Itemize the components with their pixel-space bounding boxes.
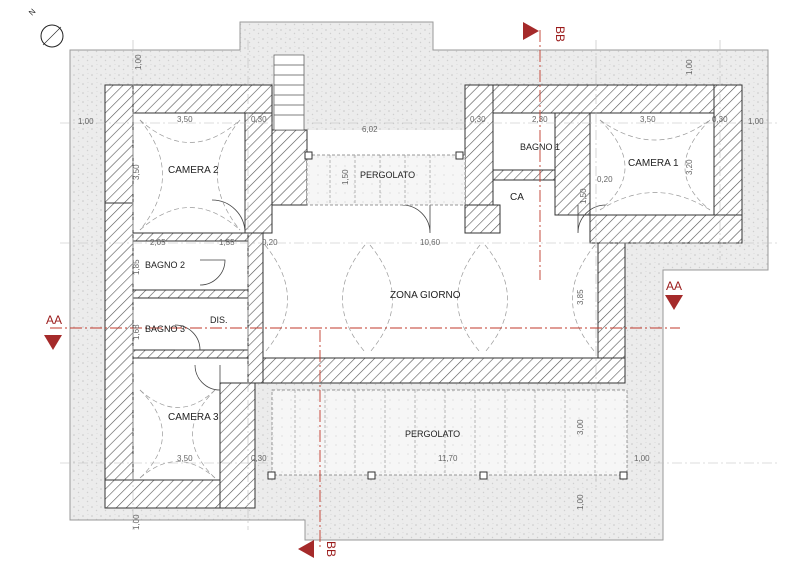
north-arrow-icon <box>40 24 64 48</box>
dim-top-right-030: 0,30 <box>712 115 728 124</box>
dim-camera1-height: 3,20 <box>685 159 694 175</box>
pergola-top <box>304 151 466 206</box>
room-camera-3: CAMERA 3 <box>168 412 219 423</box>
vault-markings <box>139 119 711 479</box>
section-label-bb-bottom: BB <box>324 541 338 557</box>
section-marker-bb-bottom <box>298 540 314 558</box>
dim-camera2-width: 3,50 <box>177 115 193 124</box>
pergola-bottom <box>267 389 628 480</box>
dim-camera1-width: 3,50 <box>640 115 656 124</box>
dim-1170: 11,70 <box>438 454 458 463</box>
room-pergolato-bottom: PERGOLATO <box>405 429 460 439</box>
dim-tr-vertical: 1,00 <box>685 59 694 75</box>
room-zona-giorno: ZONA GIORNO <box>390 290 461 301</box>
dim-bottom-right-100: 1,00 <box>634 454 650 463</box>
dim-camera2-height: 3,50 <box>132 164 141 180</box>
room-dis: DIS. <box>210 315 228 325</box>
room-ca: CA <box>510 192 524 203</box>
section-label-aa-left: AA <box>46 313 62 327</box>
dim-mid-020: 0,20 <box>262 238 278 247</box>
dim-bagno3-168: 1,68 <box>132 324 141 340</box>
room-labels: CAMERA 2 CAMERA 1 CAMERA 3 BAGNO 1 BAGNO… <box>145 142 679 439</box>
room-bagno-2: BAGNO 2 <box>145 260 185 270</box>
dim-pergolato-150: 1,50 <box>341 169 350 185</box>
dim-top-mid-030: 0,30 <box>470 115 486 124</box>
dim-385: 3,85 <box>576 289 585 305</box>
north-label: N <box>27 7 38 18</box>
dim-1060: 10,60 <box>420 238 441 247</box>
room-camera-1: CAMERA 1 <box>628 158 679 169</box>
dimension-labels: 1,00 1,00 3,50 0,30 6,02 0,30 2,30 3,50 … <box>78 54 764 530</box>
section-marker-aa-right <box>665 295 683 310</box>
dim-bottom-100-right: 1,00 <box>576 494 585 510</box>
dim-155: 1,55 <box>219 238 235 247</box>
section-marker-bb-top <box>523 22 539 40</box>
dim-tl-vertical: 1,00 <box>134 54 143 70</box>
dim-left-100: 1,00 <box>78 117 94 126</box>
section-lines <box>50 30 680 550</box>
dim-205: 2,05 <box>150 238 166 247</box>
dim-ca-150: 1,50 <box>579 188 588 204</box>
dim-230: 2,30 <box>532 115 548 124</box>
dim-top-left-030: 0,30 <box>251 115 267 124</box>
section-marker-aa-left <box>44 335 62 350</box>
dim-300: 3,00 <box>576 419 585 435</box>
dim-right-100: 1,00 <box>748 117 764 126</box>
door-swings <box>174 199 607 391</box>
section-label-bb-top: BB <box>553 26 567 42</box>
dim-bagno2-185: 1,85 <box>132 259 141 275</box>
room-bagno-3: BAGNO 3 <box>145 324 185 334</box>
dim-ca-020: 0,20 <box>597 175 613 184</box>
dim-bottom-100-left: 1,00 <box>132 514 141 530</box>
dim-bottom-left-030: 0,30 <box>251 454 267 463</box>
walls <box>104 84 743 509</box>
staircase <box>273 54 305 131</box>
room-pergolato-top: PERGOLATO <box>360 170 415 180</box>
dim-camera3-width: 3,50 <box>177 454 193 463</box>
room-bagno-1: BAGNO 1 <box>520 142 560 152</box>
room-camera-2: CAMERA 2 <box>168 165 219 176</box>
section-label-aa-right: AA <box>666 279 682 293</box>
dim-602: 6,02 <box>362 125 378 134</box>
